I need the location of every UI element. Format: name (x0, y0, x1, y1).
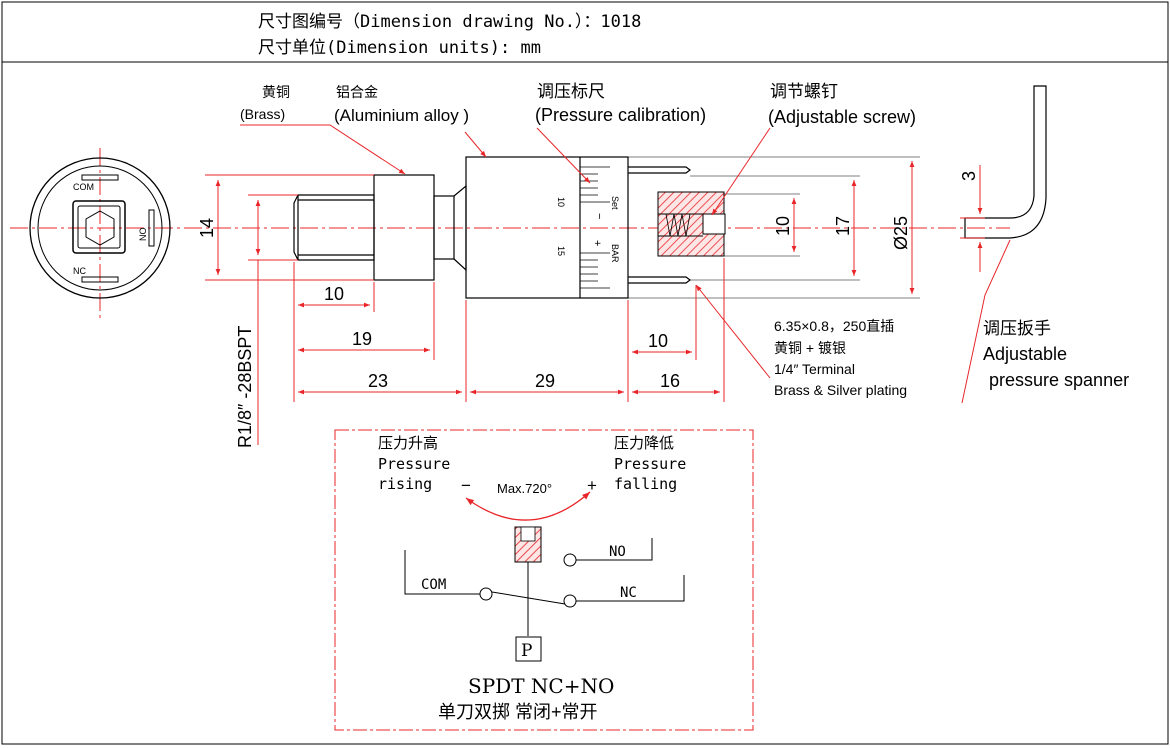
calibration-en-label: (Pressure calibration) (535, 105, 706, 125)
fall-en-2: falling (614, 475, 677, 493)
schematic-no-label: NO (609, 544, 626, 560)
scale-bar-label: BAR (610, 244, 620, 263)
end-view-nc-label: NC (73, 266, 86, 276)
dim-17: 17 (833, 216, 853, 236)
max-angle-label: Max.720° (497, 481, 552, 496)
adjusting-screw (657, 191, 726, 257)
dimension-lines (205, 161, 985, 445)
thread-label: R1/8″ -28BSPT (235, 326, 255, 448)
rise-en-2: rising (378, 475, 432, 493)
scale-minus-label: − (593, 213, 605, 219)
dim-19: 19 (352, 329, 372, 349)
scale-plus-label: + (591, 240, 603, 246)
schematic-plus: + (587, 476, 597, 495)
spanner (964, 85, 1047, 239)
rise-cn: 压力升高 (378, 435, 438, 452)
scale-fifteen-label: 15 (556, 246, 566, 256)
spanner-en-label-2: pressure spanner (989, 370, 1129, 390)
pressure-port-label: P (521, 641, 532, 661)
terminal-line-4: Brass & Silver plating (774, 382, 907, 398)
dim-29: 29 (535, 371, 555, 391)
fall-cn: 压力降低 (614, 435, 674, 452)
spanner-cn-label: 调压扳手 (983, 319, 1051, 338)
end-view: COM NC NO (29, 148, 171, 320)
switch-type-en: SPDT NC+NO (468, 674, 614, 698)
dim-10-screw: 10 (773, 216, 793, 236)
dim-25: Ø25 (891, 216, 911, 250)
scale-ten-label: 10 (556, 197, 566, 207)
schematic-minus: − (461, 476, 471, 495)
dim-10-thread: 10 (324, 284, 344, 304)
dim-3: 3 (959, 171, 979, 181)
brass-cn-label: 黄铜 (262, 84, 290, 100)
screw-en-label: (Adjustable screw) (768, 107, 916, 127)
drawing-number: 尺寸图编号（Dimension drawing No.）：1018 (258, 12, 641, 32)
terminal-line-2: 黄铜 + 镀银 (774, 340, 846, 356)
spanner-en-label-1: Adjustable (983, 344, 1067, 364)
rotation-arc (465, 491, 591, 521)
leader-lines (240, 124, 1011, 404)
rise-en-1: Pressure (378, 455, 450, 473)
dim-16: 16 (660, 371, 680, 391)
end-view-com-label: COM (73, 182, 94, 192)
dim-10-terminal: 10 (648, 331, 668, 351)
calibration-cn-label: 调压标尺 (537, 82, 605, 101)
switch-type-cn: 单刀双掷 常闭+常开 (438, 702, 598, 722)
alloy-en-label: (Aluminium alloy ) (334, 106, 469, 125)
terminals (628, 156, 920, 299)
schematic-nc-label: NC (620, 585, 637, 601)
dimension-units: 尺寸单位(Dimension units): mm (258, 38, 541, 58)
switch-body (465, 156, 629, 299)
fall-en-1: Pressure (614, 455, 686, 473)
schematic-panel: 压力升高 Pressure rising 压力降低 Pressure falli… (334, 429, 754, 731)
alloy-cn-label: 铝合金 (336, 84, 378, 100)
terminal-line-1: 6.35×0.8，250直插 (774, 318, 894, 334)
dim-23: 23 (368, 371, 388, 391)
brass-en-label: (Brass) (240, 106, 285, 122)
terminal-line-3: 1/4″ Terminal (774, 361, 855, 377)
end-view-no-label: NO (138, 228, 148, 242)
schematic-com-label: COM (421, 577, 446, 593)
screw-cn-label: 调节螺钉 (770, 82, 838, 101)
scale-set-label: Set (610, 196, 620, 210)
dim-14: 14 (197, 218, 217, 238)
